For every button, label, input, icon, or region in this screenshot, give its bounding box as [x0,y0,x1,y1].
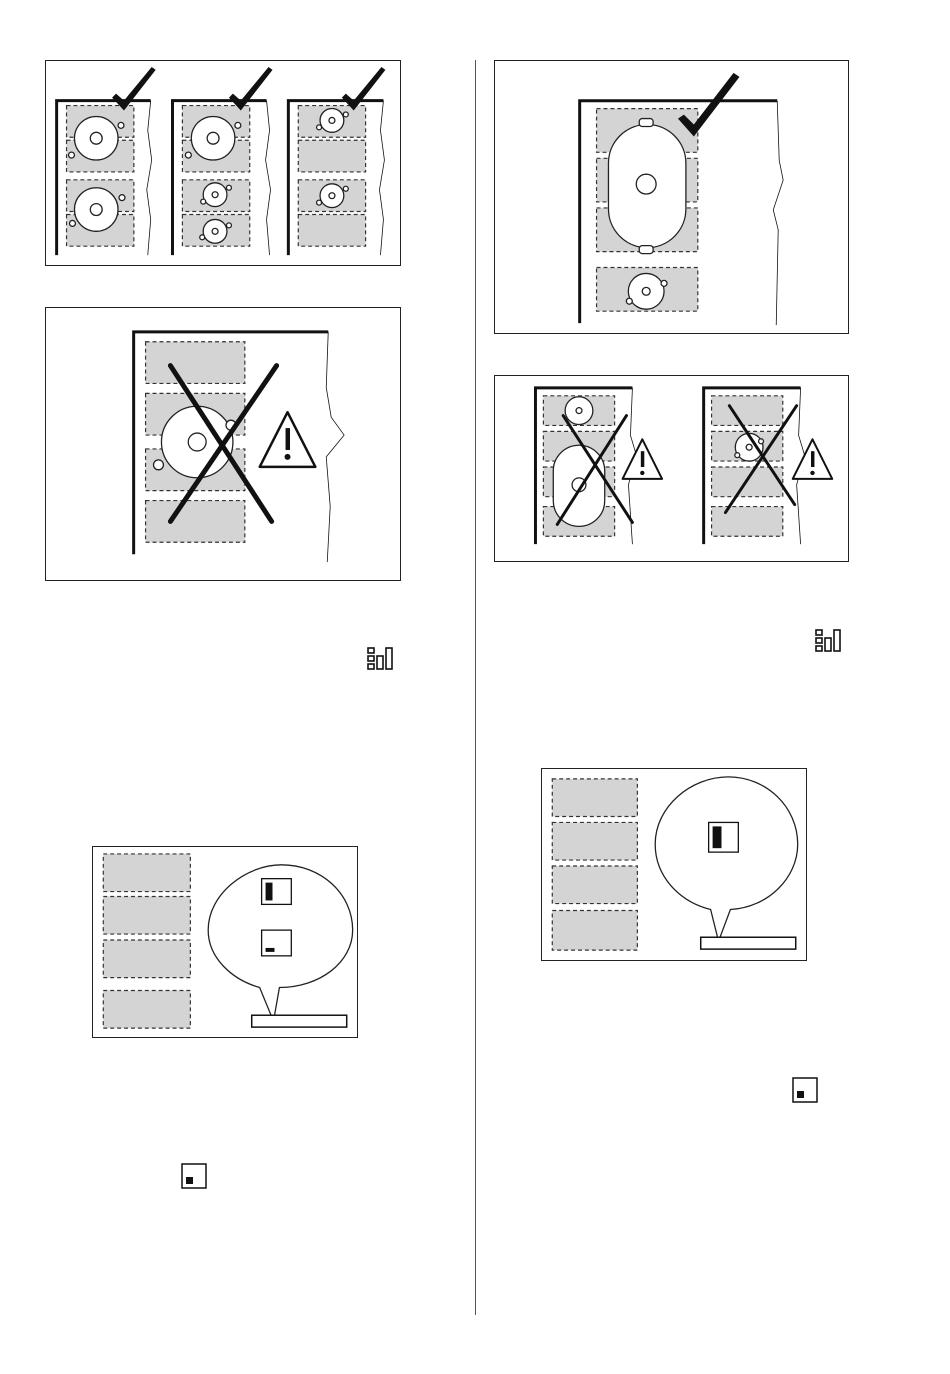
figure-incorrect-placement-svg [46,308,400,580]
figure-two-incorrect-svg [495,376,848,561]
figure-display-bridged-zone-svg [542,769,806,960]
column-divider [475,60,476,1315]
display-indicator-bottom [262,930,292,956]
figure-oval-correct [494,60,849,334]
display-indicator-top [262,879,292,905]
warning-triangle-icon-right [793,439,833,479]
figure-oval-correct-svg [495,61,848,333]
check-mark-3 [342,67,386,111]
bridge-zone-icon [366,646,394,672]
figure-display-bridged-zone [541,768,807,961]
small-square-indicator-icon [181,1163,207,1189]
check-mark [678,73,740,137]
figure-correct-placements-svg [46,61,400,265]
figure-display-two-zones-svg [93,847,357,1037]
check-mark-1 [112,67,156,111]
panel-right [704,388,833,544]
figure-incorrect-placement [45,307,401,581]
figure-display-two-zones [92,846,358,1038]
panel-2 [172,67,272,255]
small-square-indicator-icon [792,1077,818,1103]
panel-left [535,388,662,544]
figure-two-incorrect [494,375,849,562]
panel-1 [57,67,156,255]
warning-triangle-icon-left [623,439,663,479]
check-mark-2 [229,67,273,111]
display-indicator-full [709,822,739,852]
warning-triangle-icon [260,412,316,467]
panel-3 [288,67,385,255]
bridge-zone-icon [814,628,842,654]
figure-correct-placements [45,60,401,266]
